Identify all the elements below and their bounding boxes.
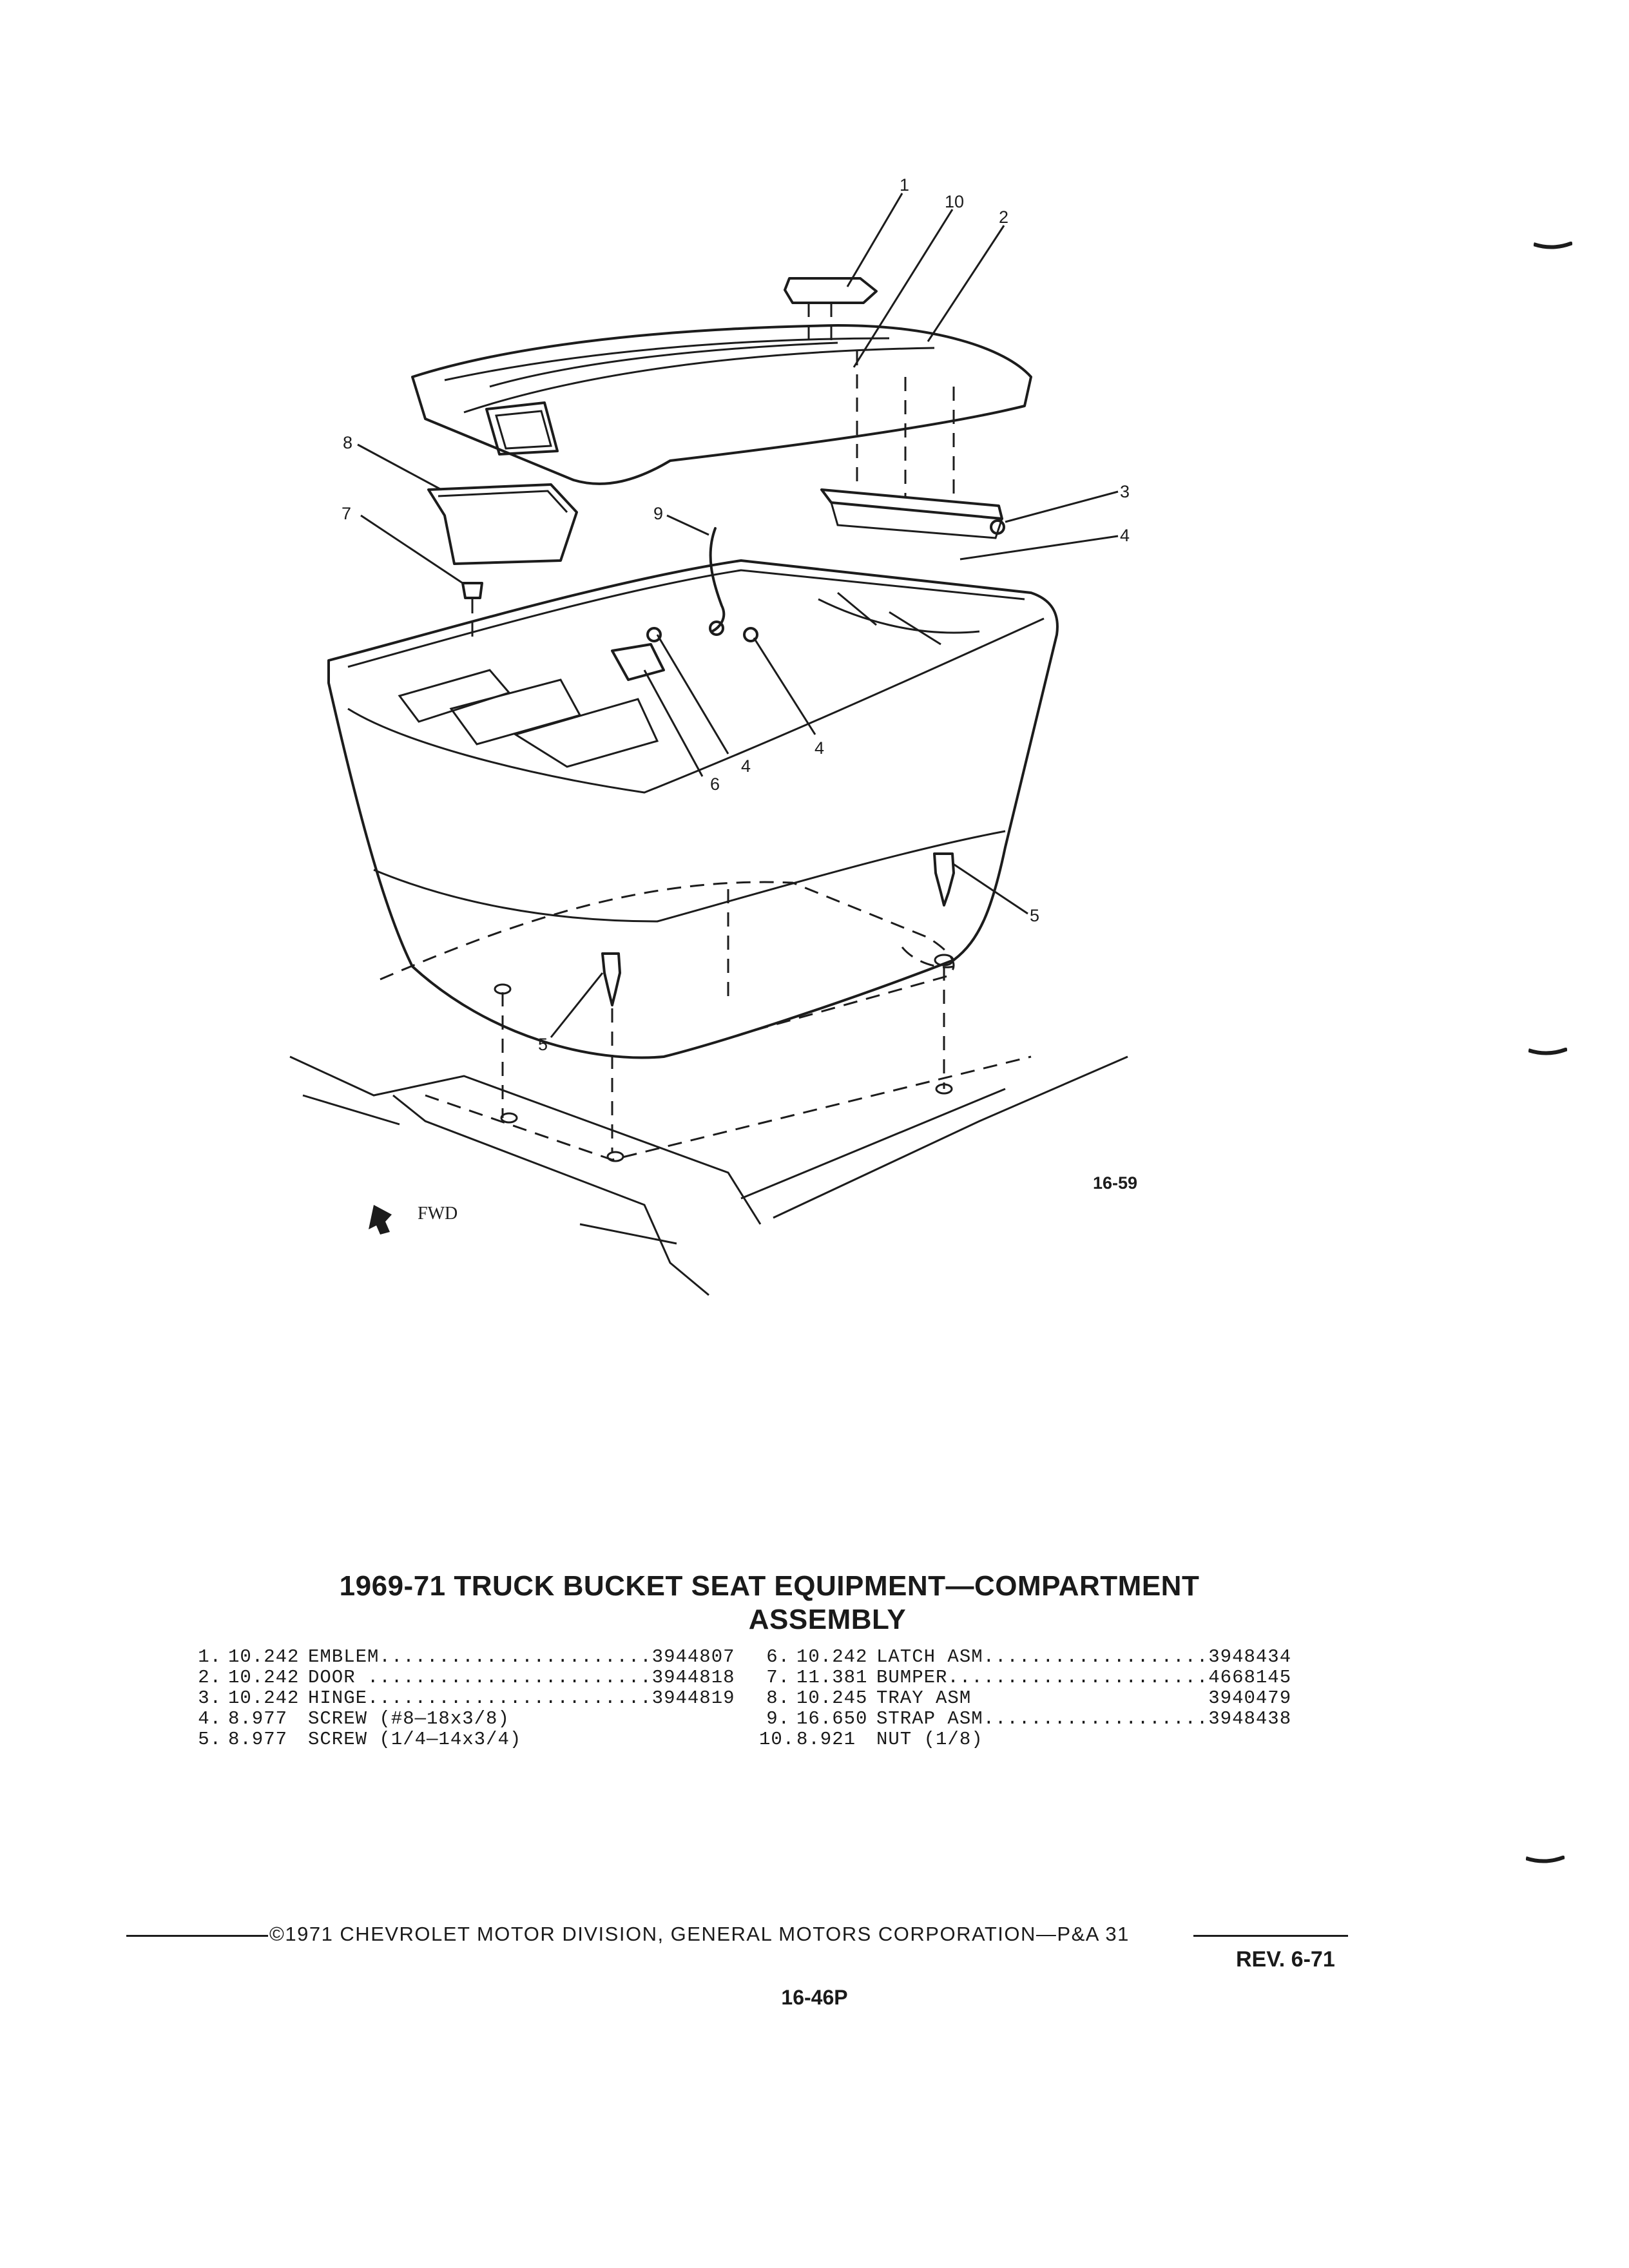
part-group-code: 8.921	[796, 1729, 856, 1750]
part-description: STRAP ASM...................3948438	[876, 1708, 1292, 1729]
part-number: 8.	[766, 1687, 790, 1709]
callout-4-strap: 4	[815, 738, 824, 758]
scan-mark-top	[1534, 242, 1572, 249]
part-description: EMBLEM.......................3944807	[308, 1646, 735, 1667]
part-number: 2.	[198, 1667, 222, 1688]
part-description: HINGE........................3944819	[308, 1687, 735, 1709]
callout-5-rear: 5	[1030, 906, 1039, 925]
scan-mark-middle	[1528, 1048, 1567, 1055]
strap-part	[709, 527, 758, 642]
figure-number: 16-59	[1093, 1173, 1137, 1193]
callout-5-front: 5	[538, 1035, 548, 1054]
parts-list-left: 1. 10.242 EMBLEM.......................394…	[191, 1647, 735, 1750]
exploded-view-diagram: 1 10 2 3 4 8 7 9 4 6 4 5 5 16-59 FWD	[289, 175, 1137, 1296]
part-group-code: 10.245	[796, 1687, 868, 1709]
callout-9: 9	[653, 504, 663, 523]
door-part	[411, 324, 1032, 485]
title-line-2: ASSEMBLY	[748, 1604, 907, 1635]
part-row: 3. 10.242 HINGE........................394…	[191, 1688, 735, 1709]
part-group-code: 10.242	[228, 1646, 300, 1667]
callout-1: 1	[900, 175, 909, 195]
part-description: BUMPER......................4668145	[876, 1667, 1292, 1688]
callout-10: 10	[945, 192, 964, 211]
callout-labels: 1 10 2 3 4 8 7 9 4 6 4 5 5	[342, 175, 1130, 1054]
screw-part-front	[501, 952, 621, 1153]
tray-part	[427, 483, 578, 565]
fwd-label: FWD	[418, 1204, 458, 1224]
callout-4-latch: 4	[741, 756, 751, 776]
part-number: 7.	[766, 1667, 790, 1688]
part-group-code: 10.242	[796, 1646, 868, 1667]
parts-list-right: 6. 10.242 LATCH ASM...................3948…	[759, 1647, 1291, 1750]
part-description: SCREW (#8—18x3/8)	[308, 1708, 510, 1729]
part-group-code: 10.242	[228, 1687, 300, 1709]
callout-4-hinge: 4	[1120, 526, 1130, 545]
latch-part	[611, 627, 665, 681]
part-number: 3.	[198, 1687, 222, 1709]
part-row: 5. 8.977 SCREW (1/4—14x3/4)	[191, 1729, 735, 1750]
leader-lines	[357, 193, 1119, 1038]
part-row: 8. 10.245 TRAY ASM 3940479	[759, 1688, 1291, 1709]
callout-7: 7	[342, 504, 351, 523]
hinge-part	[820, 351, 1005, 539]
part-number: 6.	[766, 1646, 790, 1667]
part-row: 2. 10.242 DOOR ........................394…	[191, 1667, 735, 1688]
copyright-notice: ©1971 CHEVROLET MOTOR DIVISION, GENERAL …	[269, 1923, 1130, 1945]
screw-part-rear	[933, 852, 955, 1089]
title-line-1: 1969-71 TRUCK BUCKET SEAT EQUIPMENT—COMP…	[339, 1570, 1200, 1602]
part-group-code: 8.977	[228, 1729, 288, 1750]
part-number: 9.	[766, 1708, 790, 1729]
part-description: TRAY ASM 3940479	[876, 1687, 1292, 1709]
part-group-code: 8.977	[228, 1708, 288, 1729]
callout-8: 8	[343, 433, 352, 452]
part-number: 4.	[198, 1708, 222, 1729]
bumper-part	[461, 582, 483, 641]
part-number: 1.	[198, 1646, 222, 1667]
part-row: 10.8.921 NUT (1/8)	[759, 1729, 1291, 1750]
callout-6: 6	[710, 774, 720, 794]
part-description: SCREW (1/4—14x3/4)	[308, 1729, 522, 1750]
scan-mark-bottom	[1526, 1856, 1565, 1863]
part-group-code: 10.242	[228, 1667, 300, 1688]
part-row: 7. 11.381 BUMPER......................4668…	[759, 1667, 1291, 1688]
forward-arrow-icon	[369, 1205, 392, 1235]
part-group-code: 16.650	[796, 1708, 868, 1729]
emblem-part	[784, 277, 878, 348]
part-group-code: 11.381	[796, 1667, 868, 1688]
part-description: NUT (1/8)	[876, 1729, 983, 1750]
revision-label: REV. 6-71	[1236, 1947, 1335, 1972]
part-number: 5.	[198, 1729, 222, 1750]
part-row: 6. 10.242 LATCH ASM...................3948…	[759, 1647, 1291, 1667]
footer-rule-left	[126, 1935, 268, 1937]
callout-2: 2	[999, 207, 1008, 227]
part-row: 4. 8.977 SCREW (#8—18x3/8)	[191, 1709, 735, 1729]
floor-tunnel	[289, 1055, 1128, 1296]
callout-3: 3	[1120, 482, 1130, 501]
page-title: 1969-71 TRUCK BUCKET SEAT EQUIPMENT—COMP…	[0, 1570, 1629, 1637]
part-number: 10.	[759, 1729, 795, 1750]
part-row: 9. 16.650 STRAP ASM...................3948…	[759, 1709, 1291, 1729]
part-row: 1. 10.242 EMBLEM.......................394…	[191, 1647, 735, 1667]
footer-rule-right	[1193, 1935, 1348, 1937]
page-number: 16-46P	[781, 1986, 848, 2009]
part-description: DOOR ........................3944818	[308, 1667, 735, 1688]
part-description: LATCH ASM...................3948434	[876, 1646, 1292, 1667]
compartment-body	[327, 559, 1059, 1059]
